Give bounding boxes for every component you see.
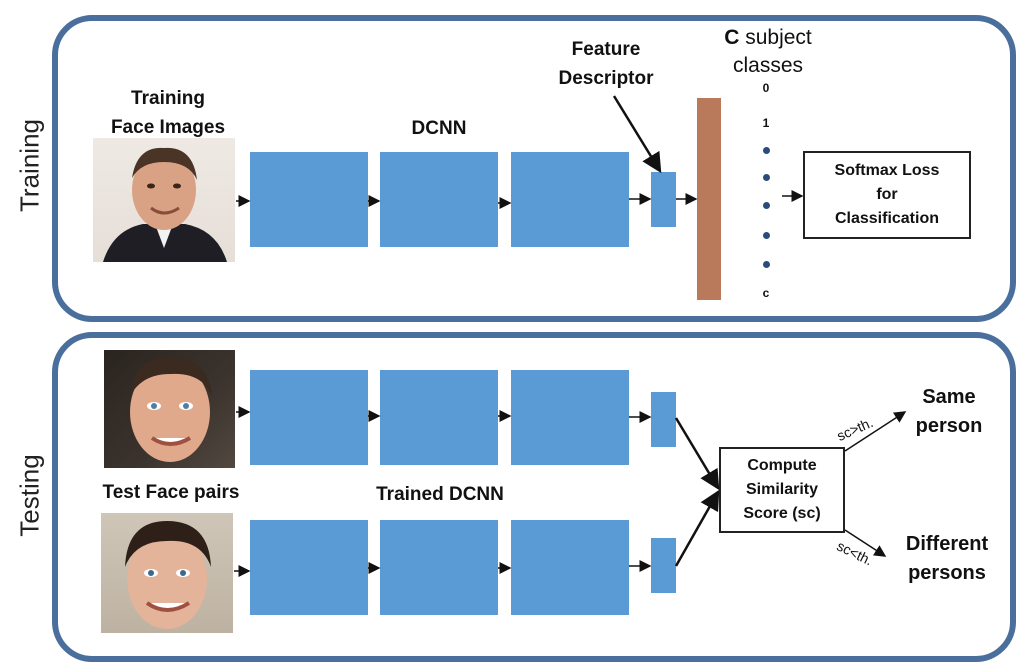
test-face-image-1 [104,350,235,468]
test-bottom-block-2 [380,520,498,615]
testing-panel [52,332,1016,662]
test-top-block-2 [380,370,498,465]
arrow [844,529,887,557]
subject-classes-c: C [724,26,740,49]
training-images-label-line1: Training [131,88,205,109]
compute-line2: Similarity [745,481,819,498]
test-bottom-block-1 [250,520,368,615]
class-dot [763,202,770,209]
same-person-label: Same person [894,383,1004,441]
softmax-loss-box: Softmax Loss for Classification [803,151,971,239]
training-images-label: Training Face Images [96,84,240,142]
class-dot [763,174,770,181]
class-dot [763,147,770,154]
class-dot [763,232,770,239]
subject-classes-label: C subject classes [713,24,823,80]
class-score-layer [697,98,721,300]
arrow [844,411,907,452]
softmax-line1: Softmax Loss [834,162,940,179]
compute-similarity-box: Compute Similarity Score (sc) [719,447,845,533]
subject-classes-line1: C subject [713,24,823,52]
training-dcnn-block-2 [380,152,498,247]
subject-classes-subject: subject [739,26,812,49]
different-persons-label: Different persons [882,530,1012,588]
test-face-image-2 [101,513,233,633]
arrow [674,417,720,491]
trained-dcnn-label: Trained DCNN [376,484,504,505]
test-bottom-feature-vector [651,538,676,593]
same-line1: Same [922,386,976,408]
test-face-pairs-label: Test Face pairs [102,482,240,503]
feature-descriptor-label: Feature Descriptor [538,35,674,93]
training-dcnn-label: DCNN [411,118,467,139]
feature-descriptor-line1: Feature [571,39,641,60]
class-dot [763,261,770,268]
arrow [612,95,662,174]
test-bottom-block-3 [511,520,629,615]
test-top-feature-vector [651,392,676,447]
class-label-1: 1 [762,116,770,130]
test-top-block-3 [511,370,629,465]
compute-line3: Score (sc) [743,505,821,522]
training-feature-vector [651,172,676,227]
diff-line1: Different [905,533,989,555]
training-dcnn-block-3 [511,152,629,247]
class-label-c: c [762,286,770,300]
training-face-image [93,138,235,262]
training-dcnn-block-1 [250,152,368,247]
compute-line1: Compute [747,457,817,474]
subject-classes-line2: classes [732,54,804,77]
class-label-0: 0 [762,81,770,95]
training-images-label-line2: Face Images [110,117,226,138]
same-line2: person [915,415,983,437]
test-top-block-1 [250,370,368,465]
softmax-line3: Classification [834,210,939,227]
feature-descriptor-line2: Descriptor [558,68,654,89]
diff-line2: persons [908,562,986,584]
softmax-line2: for [876,186,898,203]
arrow [674,489,720,567]
training-panel [52,15,1016,322]
